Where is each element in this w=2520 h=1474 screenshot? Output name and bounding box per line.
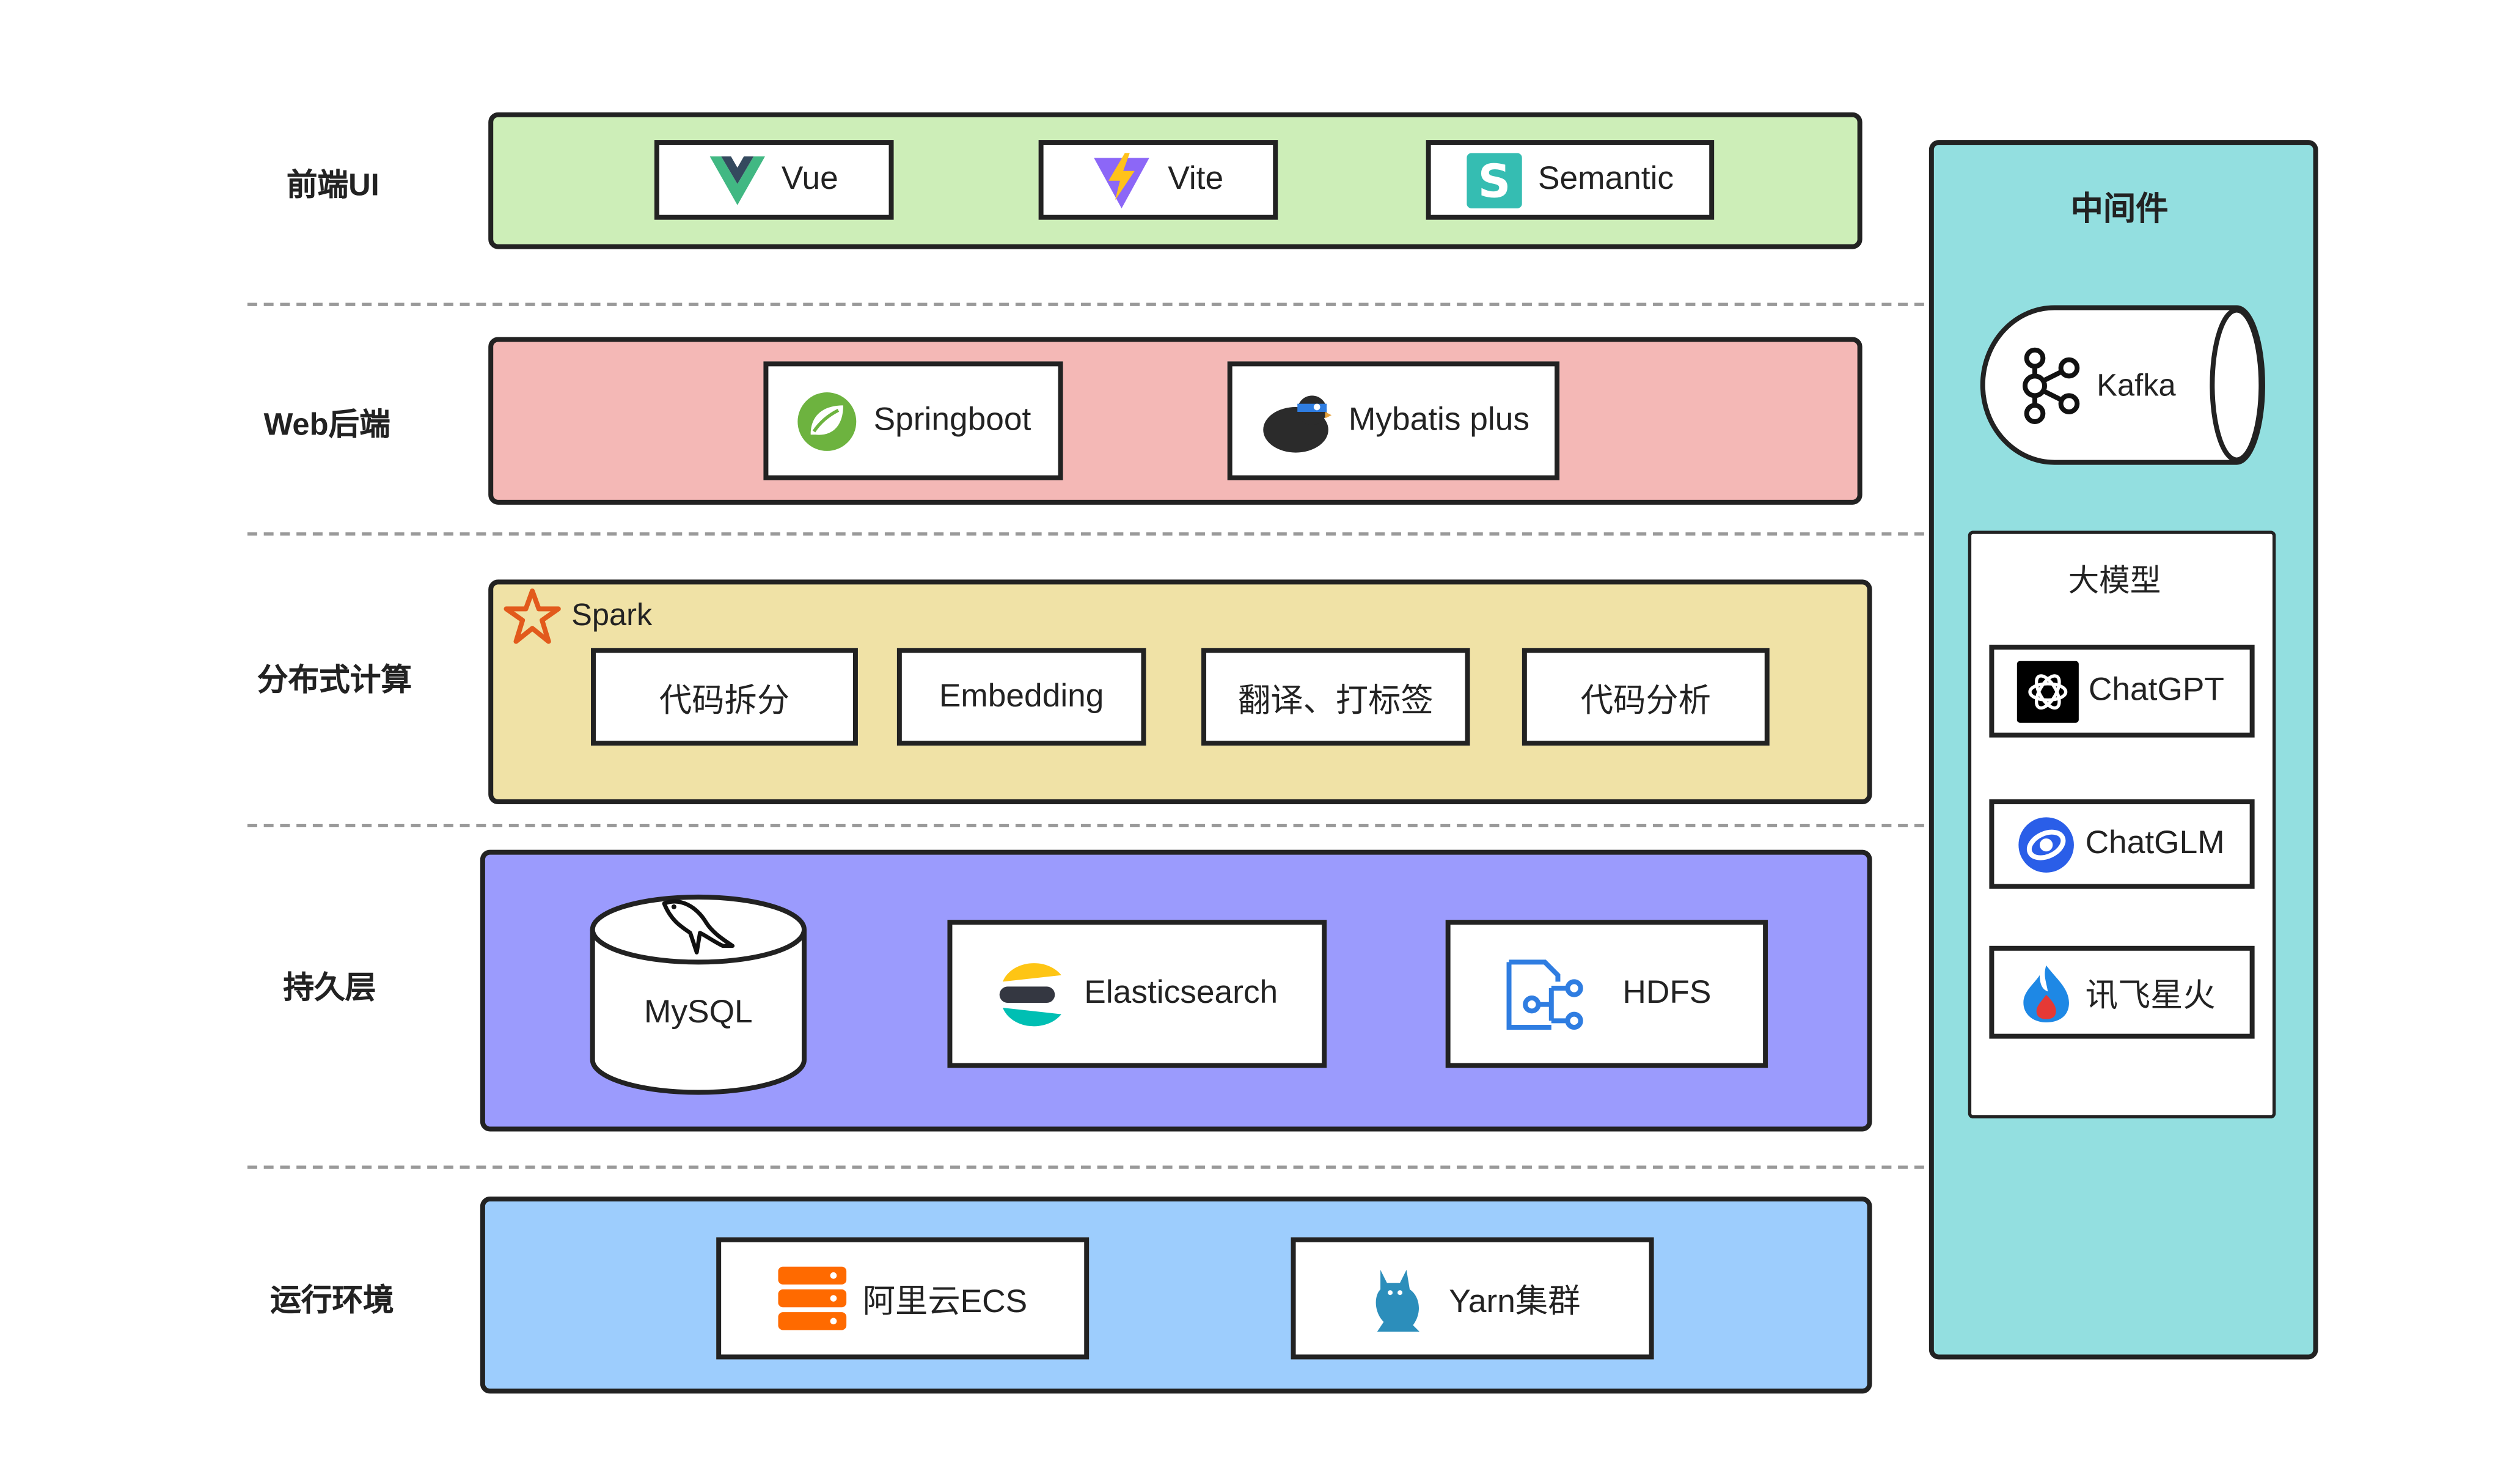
vite-box[interactable]: Vite — [1038, 140, 1278, 220]
vite-label: Vite — [1168, 161, 1224, 197]
compute-item-label: 代码拆分 — [659, 683, 790, 719]
spark-star-icon — [503, 588, 562, 654]
mysql-label: MySQL — [644, 994, 753, 1031]
layer-label-frontend: 前端UI — [286, 169, 379, 204]
divider — [247, 1165, 1924, 1169]
vue-box[interactable]: Vue — [654, 140, 894, 220]
mysql-dolphin-icon — [657, 897, 739, 967]
compute-item-embedding[interactable]: Embedding — [896, 648, 1146, 746]
backend-layer — [488, 337, 1863, 505]
vue-logo-icon — [709, 155, 766, 205]
springboot-box[interactable]: Springboot — [763, 361, 1063, 480]
compute-item-code-split[interactable]: 代码拆分 — [591, 648, 858, 746]
llm-item-chatglm[interactable]: ChatGLM — [1989, 799, 2255, 889]
mybatis-box[interactable]: Mybatis plus — [1227, 361, 1560, 480]
llm-item-chatgpt[interactable]: ChatGPT — [1989, 644, 2255, 738]
elasticsearch-label: Elasticsearch — [1084, 975, 1278, 1011]
chatgpt-label: ChatGPT — [2088, 672, 2224, 708]
divider — [247, 302, 1924, 306]
semantic-label: Semantic — [1537, 161, 1674, 197]
spring-leaf-icon — [796, 390, 857, 452]
yarn-cat-icon — [1364, 1263, 1433, 1334]
hdfs-box[interactable]: HDFS — [1445, 920, 1768, 1068]
compute-item-label: Embedding — [939, 678, 1104, 714]
openai-logo-icon — [2016, 660, 2079, 722]
llm-title: 大模型 — [2068, 565, 2161, 600]
xunfei-label: 讯飞星火 — [2085, 978, 2216, 1014]
vite-logo-icon — [1093, 150, 1152, 209]
springboot-label: Springboot — [873, 402, 1031, 438]
layer-label-runtime: 运行环境 — [270, 1284, 394, 1319]
layer-label-backend: Web后端 — [263, 408, 390, 443]
aliyun-ecs-box[interactable]: 阿里云ECS — [716, 1237, 1090, 1360]
xunfei-flame-icon — [2020, 961, 2072, 1023]
mysql-database[interactable]: MySQL — [589, 894, 807, 1096]
compute-item-code-analysis[interactable]: 代码分析 — [1522, 648, 1770, 746]
compute-item-label: 翻译、打标签 — [1237, 683, 1434, 719]
mybatis-label: Mybatis plus — [1348, 402, 1530, 438]
mybatis-bird-icon — [1258, 387, 1333, 455]
compute-item-translate-tag[interactable]: 翻译、打标签 — [1201, 648, 1470, 746]
chatglm-logo-icon — [2017, 815, 2076, 873]
svg-text:S: S — [1478, 154, 1511, 207]
yarn-cluster-box[interactable]: Yarn集群 — [1291, 1237, 1654, 1360]
divider — [247, 532, 1924, 536]
semantic-ui-logo-icon: S — [1466, 152, 1522, 208]
aliyun-ecs-label: 阿里云ECS — [862, 1284, 1028, 1321]
elasticsearch-box[interactable]: Elasticsearch — [947, 920, 1327, 1068]
kafka-queue[interactable]: Kafka — [1979, 304, 2266, 466]
kafka-label: Kafka — [2097, 369, 2176, 404]
runtime-layer — [480, 1197, 1872, 1394]
compute-item-label: 代码分析 — [1580, 683, 1711, 719]
layer-label-compute: 分布式计算 — [257, 664, 412, 698]
hdfs-flow-icon — [1502, 955, 1587, 1033]
yarn-cluster-label: Yarn集群 — [1449, 1284, 1581, 1321]
server-stack-icon — [778, 1266, 847, 1331]
chatglm-label: ChatGLM — [2085, 825, 2225, 862]
semantic-box[interactable]: S Semantic — [1426, 140, 1715, 220]
vue-label: Vue — [781, 161, 838, 197]
spark-title: Spark — [571, 599, 653, 634]
divider — [247, 823, 1924, 827]
middleware-title: 中间件 — [2070, 192, 2169, 228]
layer-label-persistence: 持久层 — [283, 972, 376, 1007]
elasticsearch-logo-icon — [996, 955, 1068, 1033]
hdfs-label: HDFS — [1622, 975, 1712, 1011]
llm-item-xunfei[interactable]: 讯飞星火 — [1989, 945, 2255, 1039]
kafka-logo-icon — [2018, 346, 2084, 433]
